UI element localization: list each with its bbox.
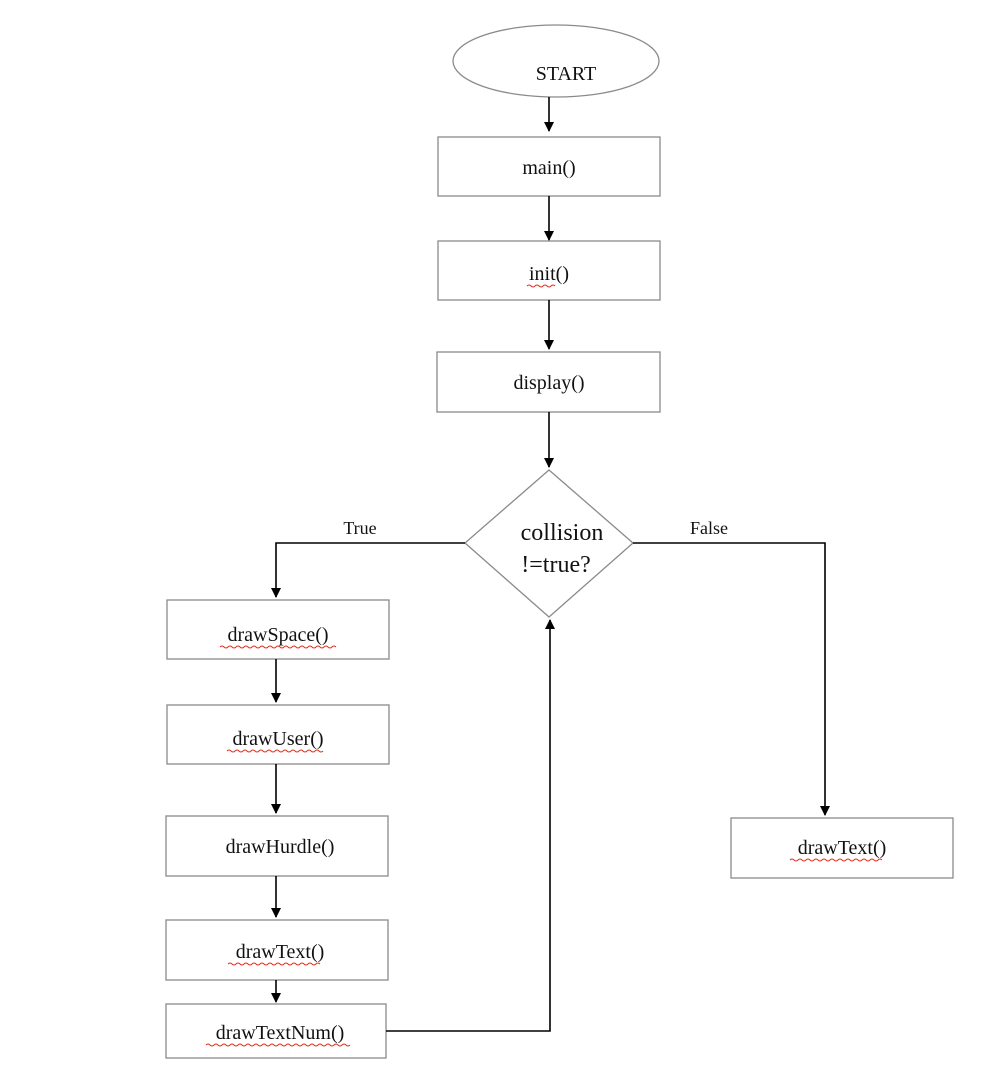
main-label: main() xyxy=(522,157,575,179)
spellcheck-underline xyxy=(227,962,321,966)
decision-label-line2: !=true? xyxy=(521,552,591,578)
draw-text-true-label: drawText() xyxy=(236,941,325,963)
decision-label-line1: collision xyxy=(521,520,604,546)
start-label: START xyxy=(536,63,597,85)
true-edge-label: True xyxy=(343,518,376,538)
draw-text-false-label: drawText() xyxy=(798,837,887,859)
draw-text-num-label: drawTextNum() xyxy=(216,1022,345,1044)
spellcheck-underline xyxy=(219,645,337,649)
draw-text-num-node: drawTextNum() xyxy=(165,1003,387,1059)
arrow-decision-true xyxy=(271,542,465,598)
draw-hurdle-label: drawHurdle() xyxy=(226,836,335,858)
draw-text-true-node: drawText() xyxy=(165,919,389,981)
draw-space-node: drawSpace() xyxy=(166,599,390,660)
start-node: START xyxy=(452,24,660,98)
draw-hurdle-node: drawHurdle() xyxy=(165,815,389,877)
draw-text-false-node: drawText() xyxy=(730,817,954,879)
draw-user-label: drawUser() xyxy=(232,728,323,750)
arrow-decision-false xyxy=(633,542,830,816)
false-edge-label: False xyxy=(690,518,728,538)
draw-user-node: drawUser() xyxy=(166,704,390,765)
init-label: init() xyxy=(529,263,569,285)
spellcheck-underline xyxy=(526,284,556,288)
decision-node: collision !=true? xyxy=(464,469,634,618)
display-node: display() xyxy=(436,351,661,413)
spellcheck-underline xyxy=(205,1043,351,1047)
draw-space-label: drawSpace() xyxy=(227,624,328,646)
spellcheck-underline xyxy=(226,749,324,753)
main-node: main() xyxy=(437,136,661,197)
init-node: init() xyxy=(437,240,661,301)
spellcheck-underline xyxy=(789,858,883,862)
arrow-loop-back-to-decision xyxy=(386,619,555,1032)
display-label: display() xyxy=(513,372,584,394)
